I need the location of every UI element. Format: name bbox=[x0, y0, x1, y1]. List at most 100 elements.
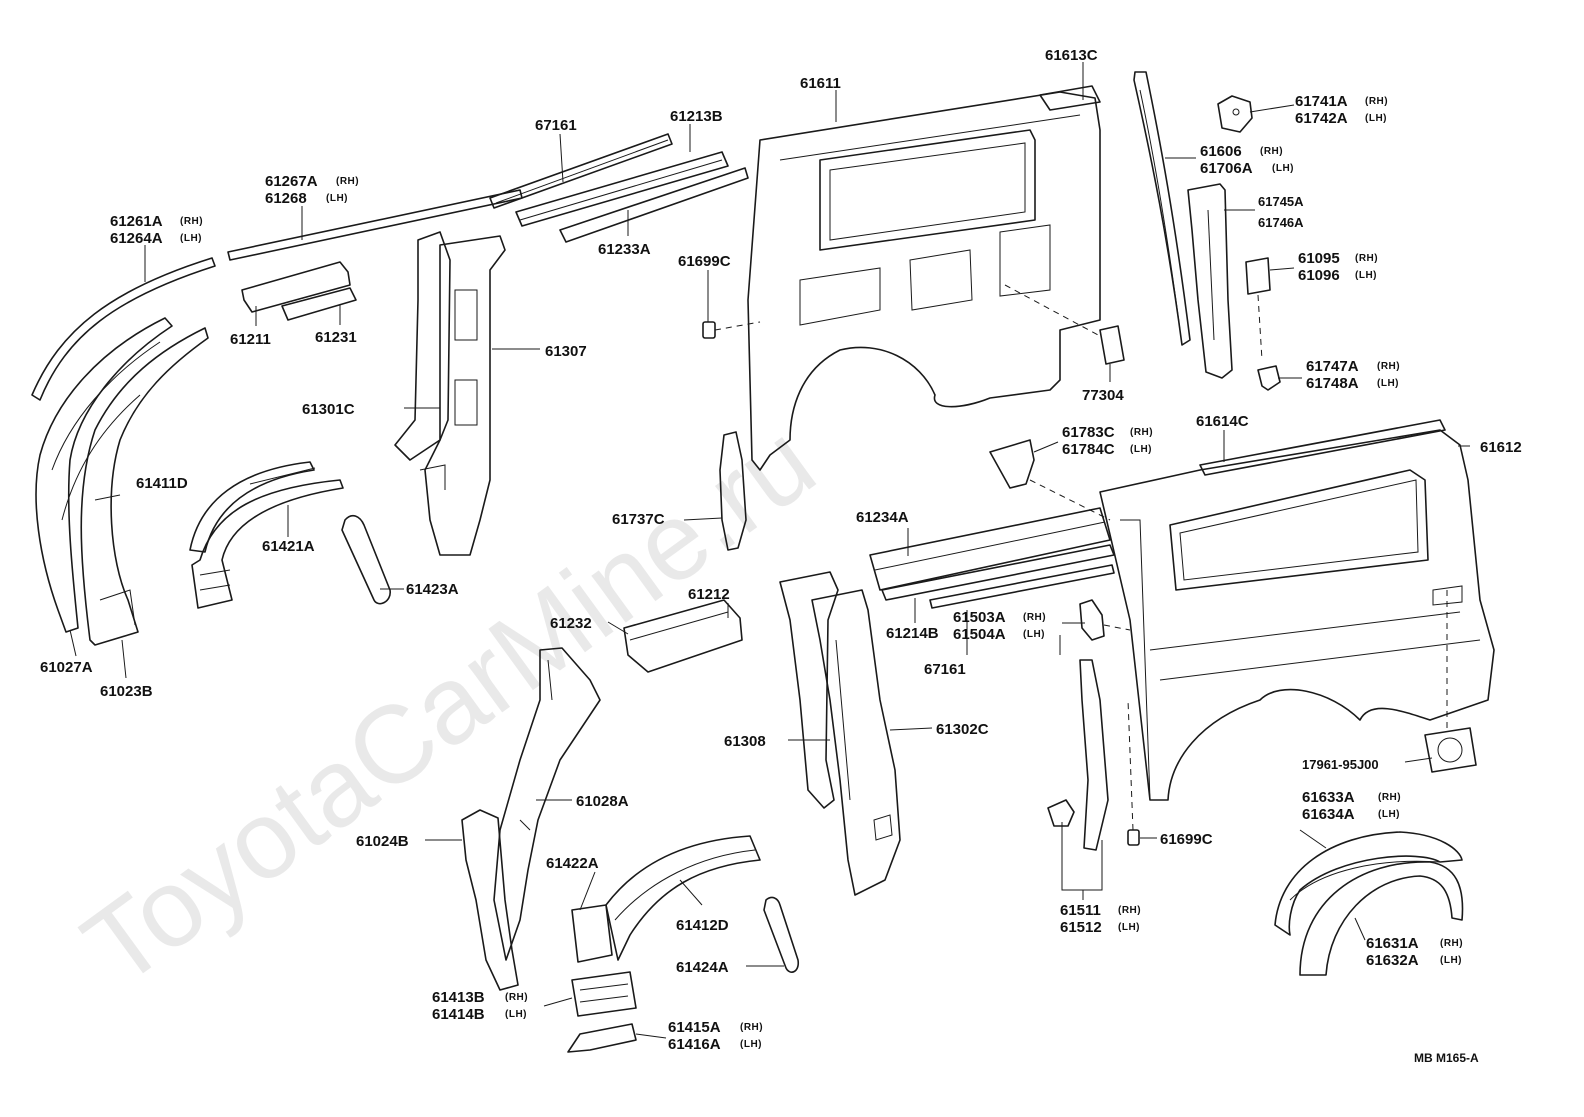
callout-c46-side2: (LH) bbox=[505, 1009, 527, 1020]
part-61421a-drawing bbox=[191, 479, 344, 609]
callout-c13-side: (RH) bbox=[1365, 96, 1388, 107]
part-61231-drawing bbox=[281, 287, 357, 321]
callout-c17-side2: (LH) bbox=[1377, 378, 1399, 389]
part-17961-95j00-drawing bbox=[1424, 727, 1477, 773]
callout-c05-side2: (LH) bbox=[326, 193, 348, 204]
callout-c12: 61699C bbox=[678, 253, 731, 270]
part-61511-drawing bbox=[1079, 659, 1109, 851]
part-61024b-drawing bbox=[461, 809, 519, 991]
part-61214b-drawing bbox=[881, 544, 1115, 601]
callout-c18: 77304 bbox=[1082, 387, 1124, 404]
callout-c44-code2: 61512 bbox=[1060, 919, 1102, 936]
part-61261a-drawing bbox=[31, 257, 216, 401]
callout-c25: 61234A bbox=[856, 509, 909, 526]
part-61301c-drawing bbox=[394, 231, 451, 461]
part-61423a-drawing bbox=[341, 514, 391, 605]
callout-c19: 61614C bbox=[1196, 413, 1249, 430]
callout-c47-side: (RH) bbox=[740, 1022, 763, 1033]
part-61095-drawing bbox=[1245, 257, 1271, 295]
part-callouts: 61613C 61611 67161 61213B 61267A (RH) 61… bbox=[40, 47, 1522, 1065]
callout-c35: 61302C bbox=[936, 721, 989, 738]
callout-c02: 61611 bbox=[800, 75, 841, 92]
part-61614c-drawing bbox=[1199, 419, 1446, 476]
part-61023b-drawing bbox=[80, 327, 209, 646]
part-61612-window bbox=[1169, 469, 1429, 591]
callout-c21-code2: 61784C bbox=[1062, 441, 1115, 458]
callout-c10: 61307 bbox=[545, 343, 587, 360]
callout-c05-code: 61267A bbox=[265, 173, 318, 190]
callout-c21-code: 61783C bbox=[1062, 424, 1115, 441]
callout-c28: 61232 bbox=[550, 615, 592, 632]
part-61511-bracket bbox=[1047, 799, 1075, 827]
part-61699c-upper-drawing bbox=[702, 321, 716, 339]
callout-c14-code: 61606 bbox=[1200, 143, 1242, 160]
callout-c45-code: 61631A bbox=[1366, 935, 1419, 952]
callout-c03: 67161 bbox=[535, 117, 577, 134]
callout-c14-code2: 61706A bbox=[1200, 160, 1253, 177]
part-61307-drawing bbox=[424, 235, 506, 556]
callout-c40-code: 61633A bbox=[1302, 789, 1355, 806]
callout-c38: 61024B bbox=[356, 833, 409, 850]
callout-c14-side2: (LH) bbox=[1272, 163, 1294, 174]
callout-c41: 61422A bbox=[546, 855, 599, 872]
callout-c06-side: (RH) bbox=[180, 216, 203, 227]
part-61606-drawing bbox=[1133, 71, 1191, 346]
callout-c31: 67161 bbox=[924, 661, 966, 678]
callout-c40-side2: (LH) bbox=[1378, 809, 1400, 820]
callout-c30-side2: (LH) bbox=[1023, 629, 1045, 640]
callout-c47-code: 61415A bbox=[668, 1019, 721, 1036]
callout-c16-side2: (LH) bbox=[1355, 270, 1377, 281]
part-61213b-drawing bbox=[515, 151, 729, 227]
callout-c09: 61231 bbox=[315, 329, 357, 346]
part-61745a-drawing bbox=[1187, 183, 1233, 379]
callout-c13-code2: 61742A bbox=[1295, 110, 1348, 127]
part-61422a-drawing bbox=[571, 904, 613, 963]
callout-c06-side2: (LH) bbox=[180, 233, 202, 244]
callout-c26: 61423A bbox=[406, 581, 459, 598]
callout-c17-code: 61747A bbox=[1306, 358, 1359, 375]
callout-c45-side: (RH) bbox=[1440, 938, 1463, 949]
callout-c13-code: 61741A bbox=[1295, 93, 1348, 110]
callout-c44-code: 61511 bbox=[1060, 902, 1101, 919]
callout-c16-code: 61095 bbox=[1298, 250, 1340, 267]
part-61308-drawing bbox=[779, 571, 839, 809]
callout-c17-code2: 61748A bbox=[1306, 375, 1359, 392]
callout-c13-side2: (LH) bbox=[1365, 113, 1387, 124]
part-61424a-drawing bbox=[763, 896, 800, 973]
callout-c32: 61027A bbox=[40, 659, 93, 676]
callout-c44-side: (RH) bbox=[1118, 905, 1141, 916]
part-61211-drawing bbox=[241, 261, 351, 313]
part-61611-window bbox=[819, 129, 1036, 251]
part-61302c-drawing bbox=[811, 589, 901, 896]
callout-c05-code2: 61268 bbox=[265, 190, 307, 207]
callout-c33: 61023B bbox=[100, 683, 153, 700]
callout-c45-side2: (LH) bbox=[1440, 955, 1462, 966]
callout-c21-side2: (LH) bbox=[1130, 444, 1152, 455]
callout-c40-code2: 61634A bbox=[1302, 806, 1355, 823]
callout-c46-code2: 61414B bbox=[432, 1006, 485, 1023]
part-61631a-drawing bbox=[1299, 861, 1464, 976]
part-61413b-drawing bbox=[571, 971, 637, 1017]
callout-c46-side: (RH) bbox=[505, 992, 528, 1003]
callout-c15-code2: 61746A bbox=[1258, 215, 1304, 230]
callout-c01: 61613C bbox=[1045, 47, 1098, 64]
callout-c20: 61612 bbox=[1480, 439, 1522, 456]
part-drawings bbox=[31, 71, 1495, 1053]
callout-c30-code: 61503A bbox=[953, 609, 1006, 626]
callout-c40-side: (RH) bbox=[1378, 792, 1401, 803]
callout-c06-code: 61261A bbox=[110, 213, 163, 230]
callout-c22: 61411D bbox=[136, 475, 188, 492]
callout-c27: 61212 bbox=[688, 586, 730, 603]
part-61612-drawing bbox=[1099, 429, 1495, 801]
part-61699c-lower-drawing bbox=[1127, 829, 1140, 846]
part-67161-lower-drawing bbox=[929, 564, 1115, 609]
callout-c07: 61233A bbox=[598, 241, 651, 258]
callout-c23: 61421A bbox=[262, 538, 315, 555]
callout-c16-side: (RH) bbox=[1355, 253, 1378, 264]
part-61027a-drawing bbox=[35, 317, 173, 633]
callout-c16-code2: 61096 bbox=[1298, 267, 1340, 284]
callout-c34: 61308 bbox=[724, 733, 766, 750]
part-61412d-drawing bbox=[605, 835, 761, 961]
